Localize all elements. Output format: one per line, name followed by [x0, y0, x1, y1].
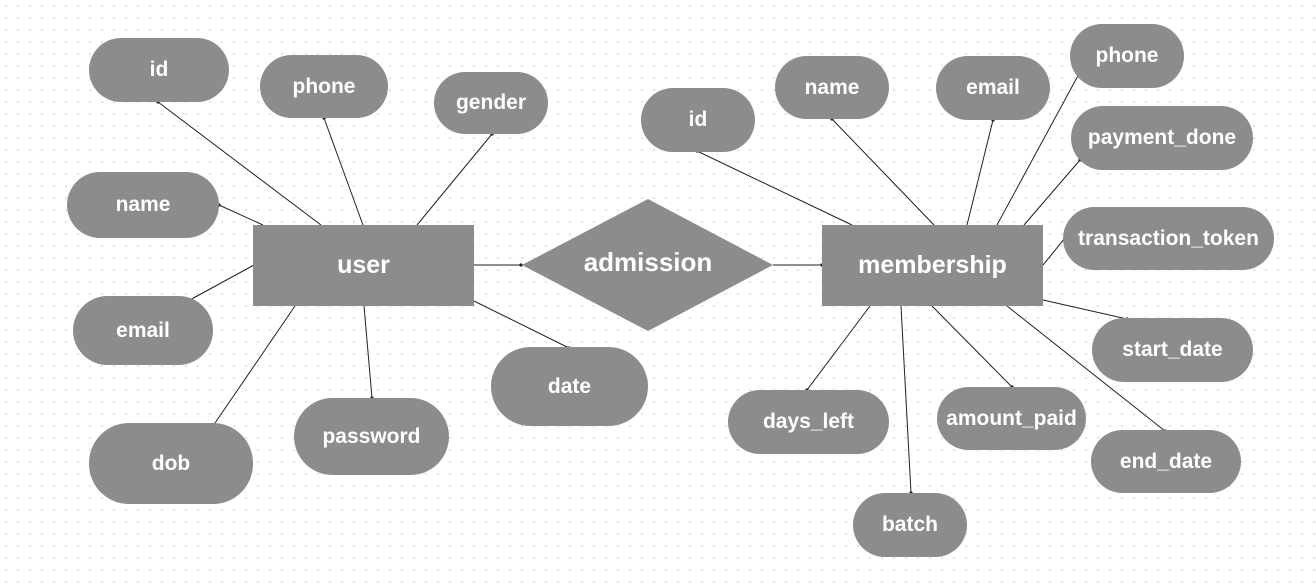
connector-lines [156, 70, 1167, 495]
user-attribute-phone[interactable]: phone [260, 55, 388, 118]
user-attribute-password-label: password [322, 424, 421, 448]
connector-membership-name [830, 117, 935, 226]
connector-membership-end-date [1006, 305, 1167, 433]
membership-attribute-payment-done[interactable]: payment_done [1071, 106, 1253, 170]
user-attribute-name-label: name [115, 193, 171, 216]
relationship-admission-label: admission [583, 246, 713, 277]
membership-attribute-days-left[interactable]: days_left [728, 390, 889, 454]
connector-user-email [186, 264, 255, 303]
membership-attribute-end-date-label: end_date [1119, 449, 1213, 473]
membership-attribute-name-label: name [804, 75, 860, 99]
entity-membership[interactable]: membership [822, 225, 1043, 306]
membership-attribute-transaction-token-label: transaction_token [1078, 226, 1259, 250]
connector-user-gender [416, 132, 494, 226]
membership-attribute-start-date-label: start_date [1122, 338, 1223, 361]
connector-user-password [363, 305, 374, 400]
membership-attribute-id[interactable]: id [641, 88, 755, 152]
user-attribute-date-label: date [547, 374, 592, 398]
membership-attribute-phone-label: phone [1095, 44, 1159, 67]
membership-attribute-name[interactable]: name [775, 56, 889, 119]
user-attribute-password[interactable]: password [294, 398, 449, 475]
membership-attribute-email-label: email [966, 76, 1020, 99]
user-attribute-email-label: email [116, 318, 170, 342]
connector-membership-email [966, 118, 995, 226]
user-attribute-gender[interactable]: gender [434, 72, 548, 134]
connector-membership-start-date [1042, 299, 1129, 321]
connector-user-phone [322, 116, 364, 226]
connector-membership-id [695, 149, 853, 226]
user-attribute-dob[interactable]: dob [89, 423, 253, 504]
connector-user-name [217, 203, 264, 226]
user-attribute-dob-label: dob [151, 451, 191, 475]
relationship-admission-diamond[interactable] [522, 199, 773, 331]
user-attribute-gender-label: gender [455, 91, 526, 114]
connector-user-id [156, 100, 322, 226]
membership-attribute-batch-label: batch [881, 513, 938, 536]
connector-membership-payment-done [1023, 158, 1082, 226]
membership-attribute-amount-paid-label: amount_paid [946, 406, 1077, 430]
user-attribute-phone-label: phone [292, 74, 356, 98]
membership-attribute-batch[interactable]: batch [853, 493, 967, 557]
connector-membership-amount-paid [931, 305, 1014, 389]
connector-membership-days-left [805, 305, 871, 392]
membership-attribute-payment-done-label: payment_done [1087, 126, 1237, 149]
membership-attribute-email[interactable]: email [936, 56, 1050, 120]
membership-attribute-days-left-label: days_left [762, 410, 855, 433]
entity-membership-label: membership [858, 251, 1007, 279]
membership-attribute-id-label: id [688, 108, 708, 131]
membership-attribute-transaction-token[interactable]: transaction_token [1063, 207, 1274, 270]
user-attribute-date[interactable]: date [491, 347, 648, 426]
connector-user-dob [211, 305, 296, 428]
user-attribute-name[interactable]: name [67, 172, 219, 238]
user-attribute-id-label: id [149, 58, 169, 81]
entity-user[interactable]: user [253, 225, 474, 306]
connector-user-date [473, 300, 571, 350]
membership-attribute-start-date[interactable]: start_date [1092, 318, 1253, 382]
membership-attribute-end-date[interactable]: end_date [1091, 430, 1241, 493]
user-attribute-email[interactable]: email [73, 296, 213, 365]
membership-attribute-amount-paid[interactable]: amount_paid [937, 387, 1086, 450]
user-attribute-id[interactable]: id [89, 38, 229, 102]
connector-membership-phone [996, 70, 1082, 226]
connector-membership-transaction-token [1042, 236, 1067, 266]
entity-user-label: user [337, 251, 390, 279]
membership-attribute-phone[interactable]: phone [1070, 24, 1184, 88]
connector-membership-batch [900, 305, 913, 495]
